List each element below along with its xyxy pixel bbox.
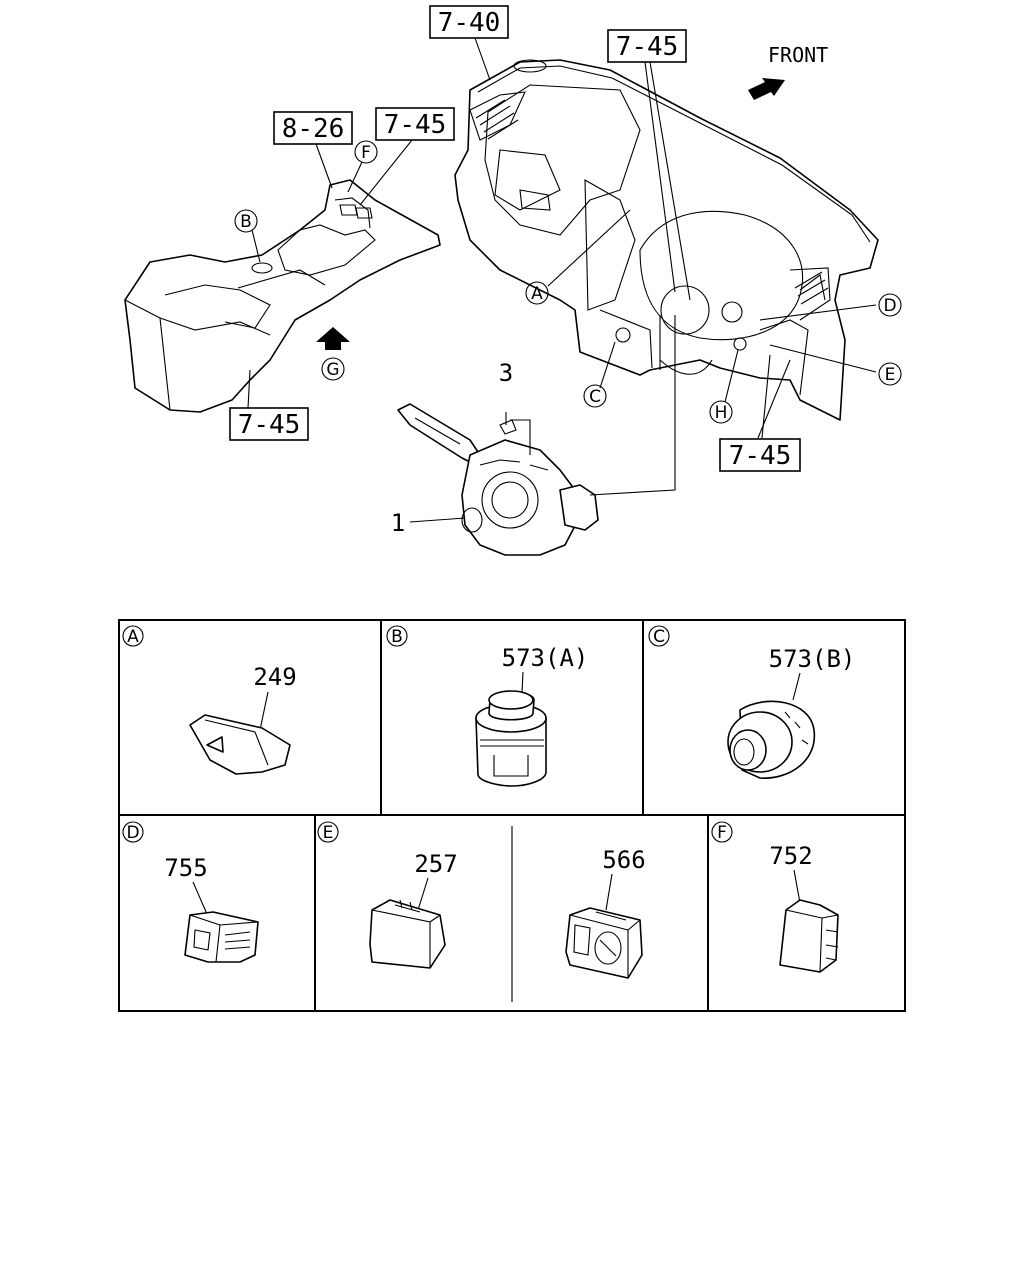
svg-text:7-45: 7-45 — [729, 441, 792, 471]
svg-text:D: D — [883, 296, 896, 316]
callout-c: C — [583, 384, 607, 408]
part-number-573a: 573(A) — [502, 644, 589, 672]
switch-752-drawing — [779, 899, 839, 973]
callout-d: D — [878, 293, 902, 317]
center-console-drawing — [124, 179, 441, 413]
svg-text:E: E — [885, 365, 896, 385]
svg-text:F: F — [717, 823, 727, 843]
front-indicator: FRONT — [748, 43, 828, 100]
detail-panel-c: C 573(B) — [648, 625, 856, 779]
detail-grid — [118, 619, 906, 1012]
callout-e: E — [878, 362, 902, 386]
switch-755-drawing — [184, 911, 259, 963]
part-number-257: 257 — [414, 850, 457, 878]
part-number-249: 249 — [253, 663, 296, 691]
svg-text:8-26: 8-26 — [282, 114, 345, 144]
svg-text:FRONT: FRONT — [768, 43, 828, 67]
callout-g: G — [321, 357, 345, 381]
instrument-panel-drawing — [454, 59, 879, 421]
part-number-3: 3 — [499, 359, 513, 387]
detail-panel-e: E 257 566 — [317, 821, 646, 979]
part-number-573b: 573(B) — [769, 645, 856, 673]
svg-text:A: A — [531, 284, 543, 304]
part-number-752: 752 — [769, 842, 812, 870]
ref-box-7-45-top: 7-45 — [607, 29, 687, 63]
switch-257-drawing — [369, 899, 446, 969]
svg-text:H: H — [715, 403, 728, 423]
svg-text:7-45: 7-45 — [616, 32, 679, 62]
svg-text:C: C — [589, 387, 601, 407]
ref-box-7-45-console: 7-45 — [375, 107, 455, 141]
hazard-switch-drawing — [189, 714, 291, 775]
part-number-566: 566 — [602, 846, 645, 874]
main-view: 7-40 7-45 8-26 7-45 7-45 7-45 — [124, 5, 902, 556]
leader-lines — [247, 37, 877, 523]
combination-switch-drawing — [397, 403, 599, 556]
detail-panel-f: F 752 — [711, 821, 839, 973]
ref-box-7-45-bottom-right: 7-45 — [719, 438, 801, 472]
svg-text:B: B — [391, 627, 403, 647]
svg-text:7-45: 7-45 — [384, 110, 447, 140]
svg-text:B: B — [240, 212, 252, 232]
ref-box-8-26: 8-26 — [273, 111, 353, 145]
detail-panel-d: D 755 — [122, 821, 259, 963]
svg-text:E: E — [323, 823, 334, 843]
svg-text:G: G — [326, 360, 339, 380]
svg-text:7-45: 7-45 — [238, 410, 301, 440]
svg-text:D: D — [126, 823, 139, 843]
ref-box-7-45-bottom-left: 7-45 — [229, 407, 309, 441]
part-number-1: 1 — [391, 509, 405, 537]
mirror-switch-b-drawing — [727, 700, 816, 779]
part-number-755: 755 — [164, 854, 207, 882]
callout-a: A — [525, 281, 549, 305]
front-arrow-icon — [748, 78, 785, 100]
callout-b: B — [234, 209, 258, 233]
svg-text:F: F — [361, 143, 371, 163]
callout-h: H — [709, 400, 733, 424]
detail-panel-a: A 249 — [122, 625, 297, 775]
view-arrow-icon — [316, 327, 350, 350]
svg-text:7-40: 7-40 — [438, 8, 501, 38]
detail-panel-b: B 573(A) — [386, 625, 589, 787]
callout-f: F — [354, 140, 378, 164]
switch-566-drawing — [565, 907, 643, 979]
svg-text:C: C — [653, 627, 665, 647]
mirror-switch-a-drawing — [475, 690, 547, 787]
ref-box-7-40: 7-40 — [429, 5, 509, 39]
svg-text:A: A — [127, 627, 139, 647]
